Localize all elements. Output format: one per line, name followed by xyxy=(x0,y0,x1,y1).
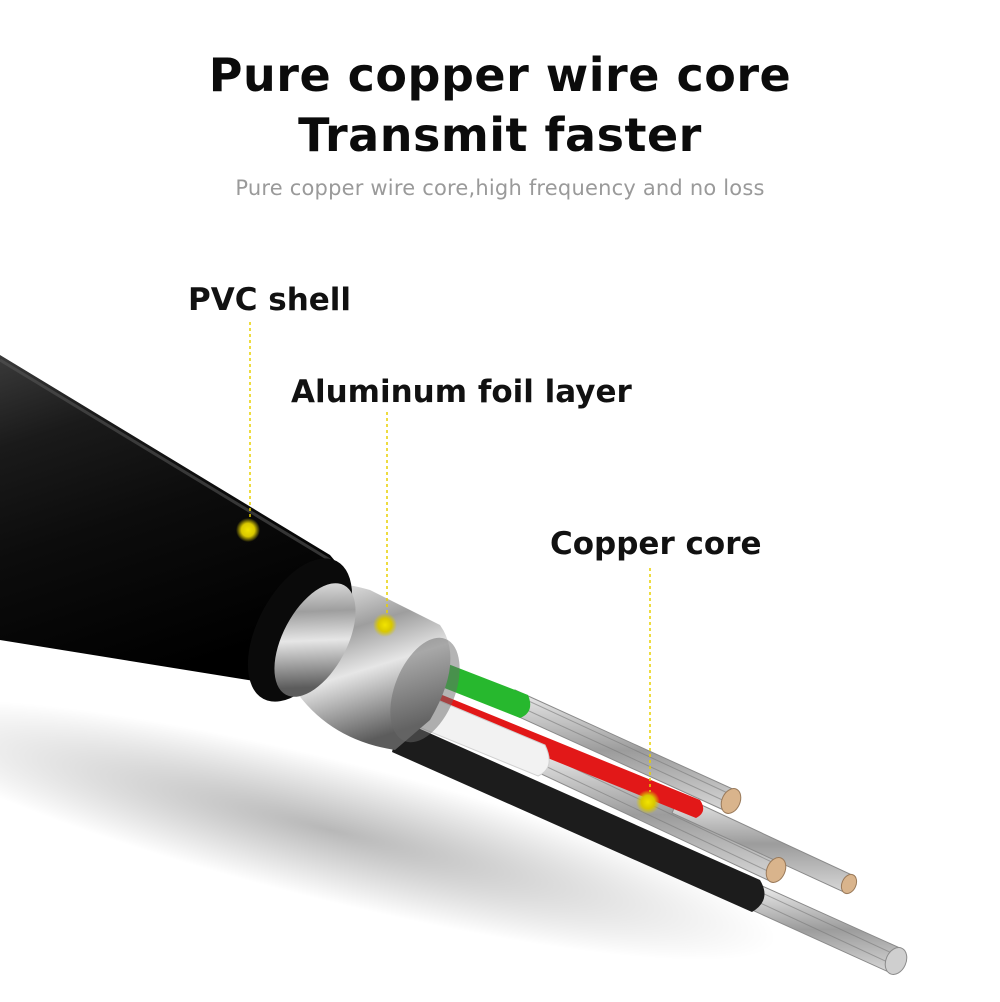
wire-black xyxy=(392,720,765,912)
subtitle: Pure copper wire core,high frequency and… xyxy=(235,176,765,200)
headline-line1: Pure copper wire core xyxy=(208,48,792,102)
callout-copper xyxy=(636,568,660,814)
callout-pvc xyxy=(236,322,260,542)
label-aluminum-foil: Aluminum foil layer xyxy=(291,374,632,410)
callout-dot-pvc xyxy=(236,518,260,542)
callout-foil xyxy=(373,412,397,637)
callout-dot-foil xyxy=(373,613,397,637)
copper-strands xyxy=(507,689,908,975)
cable-shadow xyxy=(0,699,777,961)
label-copper-core: Copper core xyxy=(550,526,762,562)
callout-dot-copper xyxy=(636,790,660,814)
pvc-jacket xyxy=(0,355,351,690)
label-pvc-shell: PVC shell xyxy=(188,282,352,318)
wire-red xyxy=(424,690,704,818)
headline-line2: Transmit faster xyxy=(298,108,702,162)
